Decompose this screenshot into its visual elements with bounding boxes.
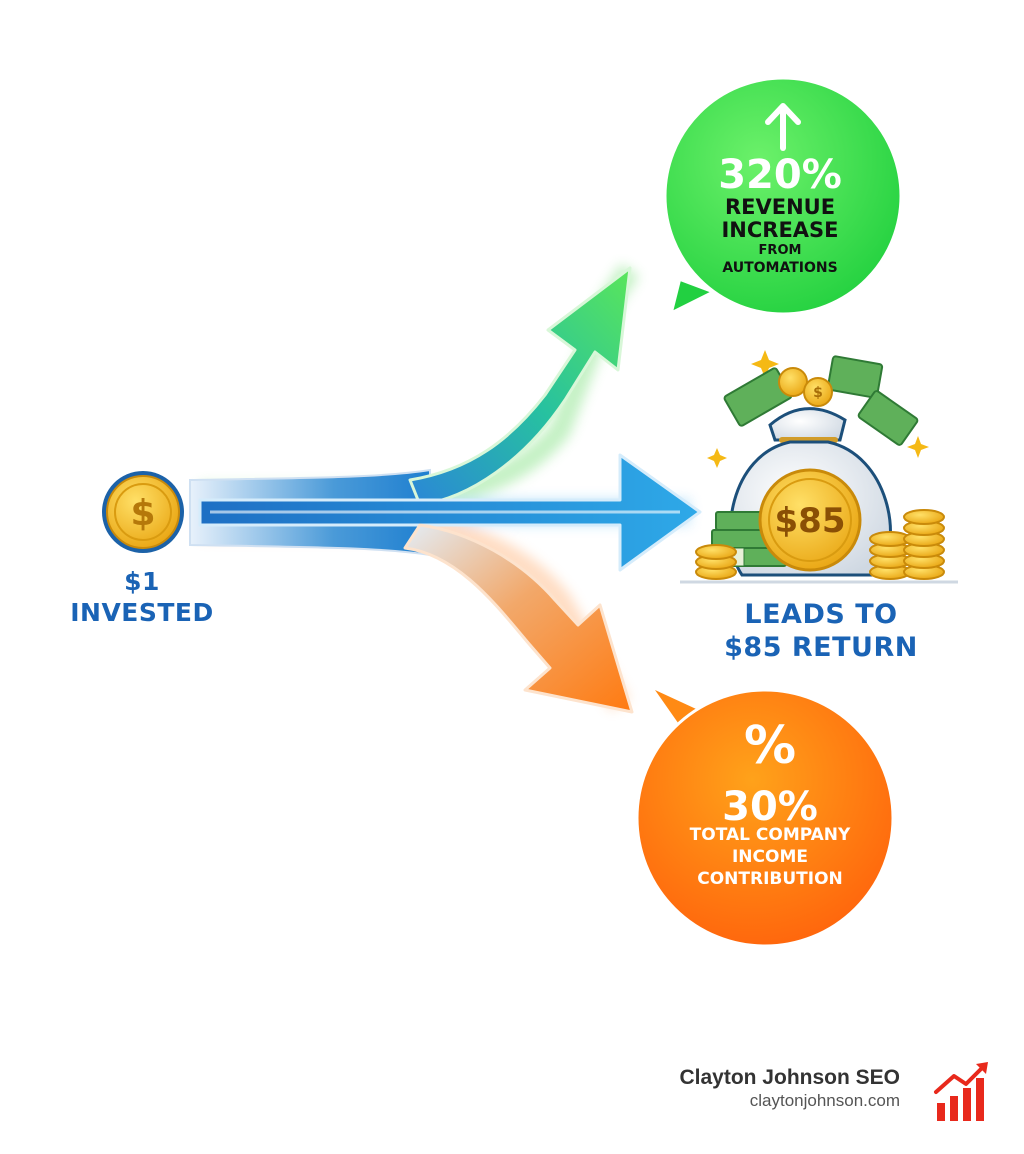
invested-text-label: INVESTED bbox=[70, 598, 214, 627]
invested-amount-label: $1 bbox=[124, 567, 160, 596]
bag-coin-symbol: $ bbox=[813, 385, 823, 401]
brand-name: Clayton Johnson SEO bbox=[679, 1066, 900, 1089]
revenue-line-1: REVENUE bbox=[724, 195, 836, 219]
income-percent: 30% bbox=[722, 784, 818, 830]
revenue-line-3: FROM bbox=[758, 243, 802, 258]
money-bag-icon bbox=[680, 350, 958, 584]
revenue-percent: 320% bbox=[718, 152, 842, 198]
revenue-line-4: AUTOMATIONS bbox=[722, 260, 838, 276]
percent-symbol-icon: % bbox=[743, 716, 797, 776]
middle-arrow bbox=[198, 453, 702, 572]
income-line-2: INCOME bbox=[731, 847, 808, 867]
revenue-speech-bubble bbox=[663, 76, 903, 316]
dollar-coin-icon bbox=[102, 471, 184, 553]
return-label-line-1: LEADS TO bbox=[744, 599, 898, 630]
brand-url[interactable]: claytonjohnson.com bbox=[749, 1091, 900, 1110]
up-branch-arrow bbox=[408, 266, 632, 507]
return-label-line-2: $85 RETURN bbox=[724, 632, 918, 663]
down-branch-arrow bbox=[403, 523, 634, 714]
growth-chart-icon bbox=[934, 1062, 988, 1121]
coin-symbol: $ bbox=[130, 493, 155, 534]
income-line-3: CONTRIBUTION bbox=[697, 869, 843, 889]
big-coin-value: $85 bbox=[775, 501, 846, 541]
income-line-1: TOTAL COMPANY bbox=[689, 825, 851, 845]
up-arrow-icon bbox=[765, 103, 801, 151]
revenue-line-2: INCREASE bbox=[721, 218, 839, 242]
income-speech-bubble bbox=[635, 688, 895, 948]
